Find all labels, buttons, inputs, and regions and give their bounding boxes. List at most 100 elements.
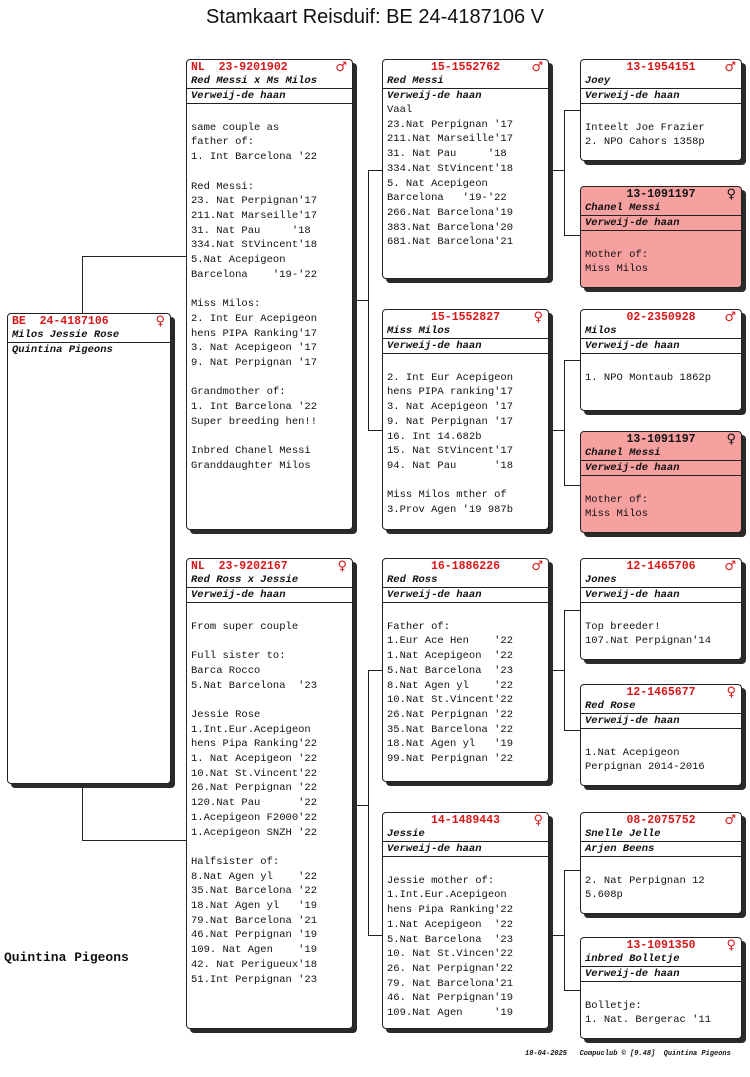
pigeon-card-mother-mother[interactable]: 14-1489443 ♀ Jessie Verweij-de haan Jess… bbox=[382, 812, 549, 1029]
connector-line bbox=[82, 840, 186, 841]
pigeon-card-father-father[interactable]: 15-1552762 ♂ Red Messi Verweij-de haan V… bbox=[382, 59, 549, 279]
connector-line bbox=[547, 935, 565, 936]
owner-name: Verweij-de haan bbox=[383, 588, 548, 603]
card-header: 16-1886226 ♂ bbox=[383, 559, 548, 574]
pigeon-name: Red Rose bbox=[581, 700, 741, 714]
male-icon: ♂ bbox=[531, 60, 543, 75]
pigeon-card-fff[interactable]: 13-1954151 ♂ Joey Verweij-de haan Inteel… bbox=[580, 59, 742, 161]
connector-line bbox=[564, 360, 565, 485]
ring-number: NL 23-9202167 bbox=[191, 560, 288, 573]
female-icon: ♀ bbox=[533, 310, 543, 325]
female-icon: ♀ bbox=[533, 813, 543, 828]
pigeon-notes: same couple as father of: 1. Int Barcelo… bbox=[191, 121, 318, 472]
pigeon-card-mff[interactable]: 12-1465706 ♂ Jones Verweij-de haan Top b… bbox=[580, 558, 742, 660]
pigeon-notes: Bolletje: 1. Nat. Bergerac '11 bbox=[585, 999, 712, 1027]
pigeon-name: Chanel Messi bbox=[581, 447, 741, 461]
card-header: 08-2075752 ♂ bbox=[581, 813, 741, 828]
male-icon: ♂ bbox=[335, 60, 347, 75]
ring-number: 13-1091350 bbox=[626, 939, 696, 952]
connector-line bbox=[368, 170, 369, 430]
ring-number: 08-2075752 bbox=[626, 814, 696, 827]
pigeon-notes: 2. Nat Perpignan 12 5.608p bbox=[585, 874, 705, 902]
ring-number: 12-1465706 bbox=[626, 560, 696, 573]
female-icon: ♀ bbox=[726, 685, 736, 700]
female-icon: ♀ bbox=[337, 559, 347, 574]
card-header: 13-1091350 ♀ bbox=[581, 938, 741, 953]
pigeon-card-subject[interactable]: BE 24-4187106 ♀ Milos Jessie Rose Quinti… bbox=[7, 313, 171, 784]
female-icon: ♀ bbox=[726, 938, 736, 953]
card-header: NL 23-9202167 ♀ bbox=[187, 559, 352, 574]
pigeon-notes: Mother of: Miss Milos bbox=[585, 493, 649, 521]
ring-number: 13-1091197 bbox=[626, 433, 696, 446]
connector-line bbox=[564, 610, 565, 730]
owner-name: Arjen Beens bbox=[581, 842, 741, 857]
footer-text: 10-04-2025 Compuclub © [9.48] Quintina P… bbox=[525, 1050, 731, 1058]
owner-name: Verweij-de haan bbox=[581, 216, 741, 231]
owner-name: Verweij-de haan bbox=[581, 339, 741, 354]
pigeon-notes: 2. Int Eur Acepigeon hens PIPA ranking'1… bbox=[387, 371, 514, 517]
ring-number: 12-1465677 bbox=[626, 686, 696, 699]
pigeon-card-mother[interactable]: NL 23-9202167 ♀ Red Ross x Jessie Verwei… bbox=[186, 558, 353, 1029]
pigeon-notes: Jessie mother of: 1.Int.Eur.Acepigeon he… bbox=[387, 874, 514, 1020]
pigeon-name: inbred Bolletje bbox=[581, 953, 741, 967]
pigeon-name: Red Messi bbox=[383, 75, 548, 89]
owner-name: Verweij-de haan bbox=[581, 89, 741, 104]
owner-name: Verweij-de haan bbox=[387, 90, 482, 102]
pigeon-card-fmf[interactable]: 02-2350928 ♂ Milos Verweij-de haan 1. NP… bbox=[580, 309, 742, 411]
owner-name: Verweij-de haan bbox=[187, 588, 352, 603]
owner-name: Verweij-de haan bbox=[383, 842, 548, 857]
female-icon: ♀ bbox=[726, 432, 736, 447]
ring-number: 14-1489443 bbox=[430, 814, 500, 827]
pigeon-name: Jones bbox=[581, 574, 741, 588]
connector-line bbox=[82, 256, 186, 257]
connector-line bbox=[564, 610, 580, 611]
page-title: Stamkaart Reisduif: BE 24-4187106 V bbox=[206, 6, 544, 28]
pigeon-card-mmm[interactable]: 13-1091350 ♀ inbred Bolletje Verweij-de … bbox=[580, 937, 742, 1039]
connector-line bbox=[547, 670, 565, 671]
pigeon-card-father-mother[interactable]: 15-1552827 ♀ Miss Milos Verweij-de haan … bbox=[382, 309, 549, 530]
ring-number: 15-1552762 bbox=[430, 61, 500, 74]
pigeon-card-father[interactable]: NL 23-9201902 ♂ Red Messi x Ms Milos Ver… bbox=[186, 59, 353, 530]
pigeon-notes: Mother of: Miss Milos bbox=[585, 248, 649, 276]
connector-line bbox=[547, 170, 565, 171]
ring-number: NL 23-9201902 bbox=[191, 61, 288, 74]
pigeon-card-ffm[interactable]: 13-1091197 ♀ Chanel Messi Verweij-de haa… bbox=[580, 186, 742, 288]
card-header: 13-1091197 ♀ bbox=[581, 432, 741, 447]
brand-label: Quintina Pigeons bbox=[4, 950, 129, 965]
female-icon: ♀ bbox=[155, 314, 165, 329]
pigeon-card-mfm[interactable]: 12-1465677 ♀ Red Rose Verweij-de haan 1.… bbox=[580, 684, 742, 786]
connector-line bbox=[368, 430, 382, 431]
connector-line bbox=[82, 780, 83, 840]
connector-line bbox=[564, 870, 580, 871]
male-icon: ♂ bbox=[724, 310, 736, 325]
ring-number: 02-2350928 bbox=[626, 311, 696, 324]
ring-number: 15-1552827 bbox=[430, 311, 500, 324]
connector-line bbox=[564, 730, 580, 731]
connector-line bbox=[564, 110, 565, 235]
owner-name: Quintina Pigeons bbox=[12, 344, 113, 356]
connector-line bbox=[564, 485, 580, 486]
connector-line bbox=[547, 430, 565, 431]
owner-name: Verweij-de haan bbox=[187, 89, 352, 104]
pigeon-notes: Father of: 1.Eur Ace Hen '22 1.Nat Acepi… bbox=[387, 620, 514, 766]
owner-name: Verweij-de haan bbox=[581, 967, 741, 982]
pigeon-card-mmf[interactable]: 08-2075752 ♂ Snelle Jelle Arjen Beens 2.… bbox=[580, 812, 742, 914]
pigeon-card-fmm[interactable]: 13-1091197 ♀ Chanel Messi Verweij-de haa… bbox=[580, 431, 742, 533]
male-icon: ♂ bbox=[724, 60, 736, 75]
card-header: 14-1489443 ♀ bbox=[383, 813, 548, 828]
ring-number: 13-1954151 bbox=[626, 61, 696, 74]
pigeon-name: Milos Jessie Rose bbox=[8, 329, 170, 343]
pigeon-name: Jessie bbox=[383, 828, 548, 842]
card-header: 12-1465706 ♂ bbox=[581, 559, 741, 574]
card-header: 02-2350928 ♂ bbox=[581, 310, 741, 325]
connector-line bbox=[351, 805, 369, 806]
card-header: BE 24-4187106 ♀ bbox=[8, 314, 170, 329]
connector-line bbox=[368, 670, 369, 935]
pigeon-name: Joey bbox=[581, 75, 741, 89]
pigeon-name: Red Messi x Ms Milos bbox=[187, 75, 352, 89]
male-icon: ♂ bbox=[724, 559, 736, 574]
pigeon-card-mother-father[interactable]: 16-1886226 ♂ Red Ross Verweij-de haan Fa… bbox=[382, 558, 549, 782]
connector-line bbox=[564, 235, 580, 236]
pigeon-notes: Inteelt Joe Frazier 2. NPO Cahors 1358p bbox=[585, 121, 705, 149]
connector-line bbox=[368, 670, 382, 671]
